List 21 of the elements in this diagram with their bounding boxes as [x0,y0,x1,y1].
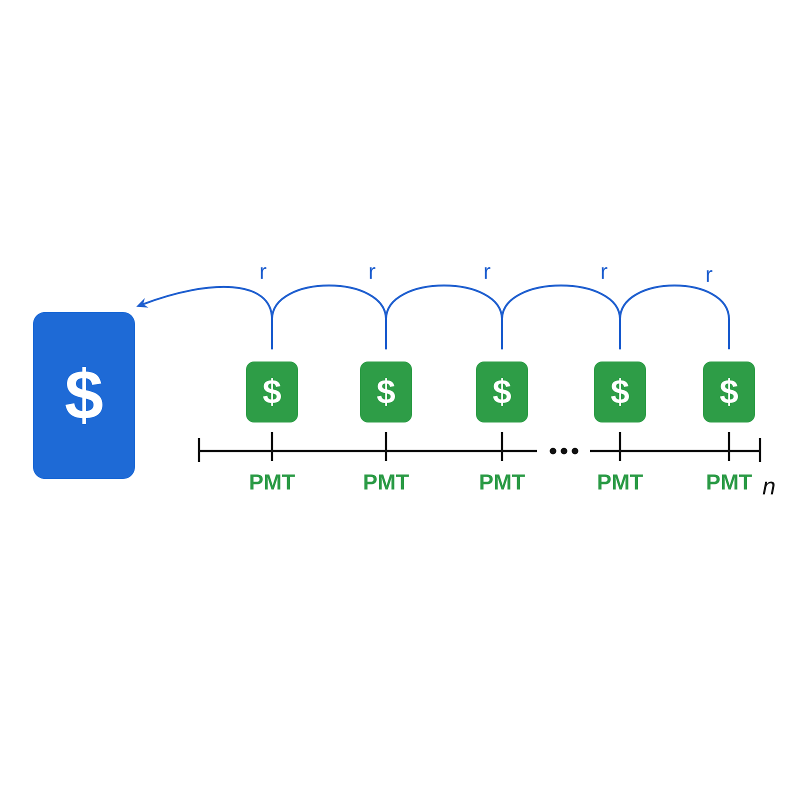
edge-label: r [599,266,609,280]
edge-label: r [367,266,377,280]
dollar-box: $ [476,362,528,422]
edge-label: r [482,266,492,280]
edge-label: r [704,269,714,283]
payment-label: PMT [598,474,643,490]
dollar-box: $ [33,312,135,479]
arc-line [501,284,621,350]
dollar-box: $ [703,362,755,422]
arc-line [271,284,387,350]
arc-line [385,284,503,350]
payment-label: PMT [364,474,409,490]
period-label: n [762,482,775,494]
dollar-box: $ [360,362,412,422]
dollar-box: $ [246,362,298,422]
arc-line [619,284,730,350]
dollar-box: $ [594,362,646,422]
payment-label: PMT [480,474,525,490]
edge-label: r [258,266,268,280]
payment-label: PMT [707,474,752,490]
payment-label: PMT [250,474,295,490]
